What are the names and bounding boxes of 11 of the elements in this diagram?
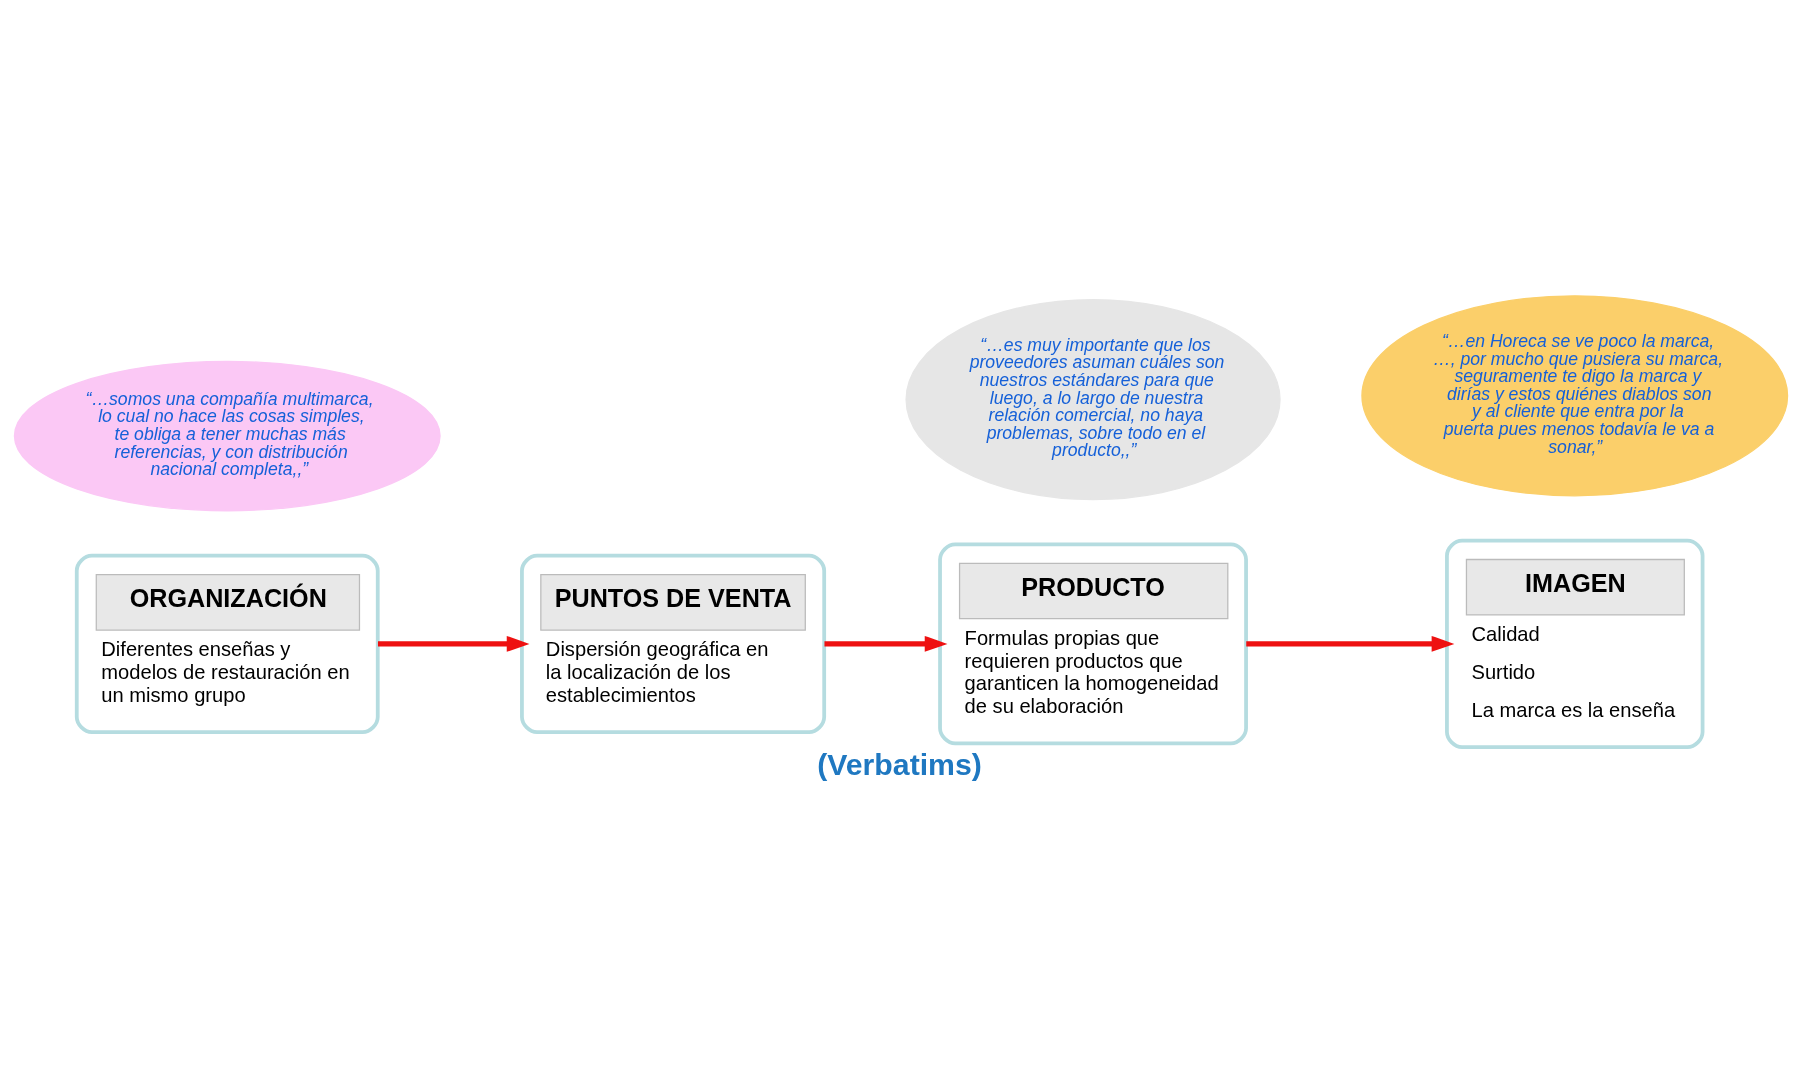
node-box: ORGANIZACIÓN Diferentes enseñas y modelos de restauración en un mismo grupo <box>74 553 380 734</box>
node-box: PRODUCTO Formulas propias que requieren productos que garanticen la homogeneidad de su elaboración <box>938 542 1248 745</box>
node-ellipse: “…en Horeca se ve poco la marca, …, por mucho que pusiera su marca, seguramente te digo la marca y dirías y estos quiénes diablos son y al cliente que entra por la puerta pues menos todavía le va a sonar,” <box>1361 294 1789 496</box>
arrow <box>824 635 948 652</box>
node-ellipse: “…es muy importante que los proveedores asuman cuáles son nuestros estándares para que luego, a lo largo de nuestra relación comercial, no haya problemas, sobre todo en el producto,,” <box>905 298 1281 500</box>
arrow <box>377 635 530 652</box>
caption: (Verbatims) <box>817 747 982 781</box>
node-ellipse: “…somos una compañía multimarca, lo cual no hace las cosas simples, te obliga a tener muchas más referencias, y con distribución nacional completa,,” <box>13 360 441 511</box>
arrow <box>1246 635 1455 652</box>
node-box: PUNTOS DE VENTA Dispersión geográfica en la localización de los establecimientos <box>520 553 827 734</box>
node-box: IMAGEN Calidad Surtido La marca es la enseña <box>1445 538 1705 749</box>
